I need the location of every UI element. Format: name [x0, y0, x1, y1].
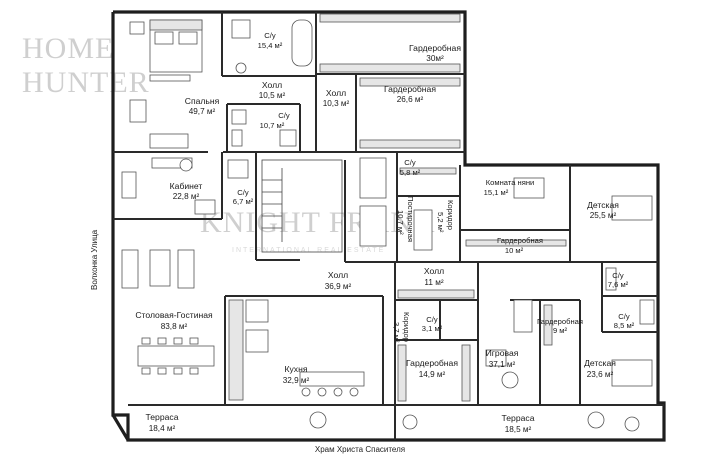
- room-corridor-v-area: 5,2 м²: [436, 212, 445, 233]
- living-furniture: [121, 249, 215, 375]
- terrace-plants: [309, 411, 640, 432]
- room-wardrobe-top-area: 30м²: [426, 54, 444, 63]
- room-wc-small-name: С/у: [237, 188, 249, 197]
- room-terrace-2-name: Терраса: [502, 413, 535, 423]
- room-bath-top-name: С/у: [264, 31, 276, 40]
- room-kitchen-area: 32,9 м²: [283, 376, 310, 385]
- room-wc-8-5-area: 8,5 м²: [614, 321, 635, 330]
- room-child-1-name: Детская: [587, 200, 619, 210]
- room-study-area: 22,8 м²: [173, 192, 200, 201]
- room-living-area: 83,8 м²: [161, 322, 188, 331]
- room-wc-8-5-name: С/у: [618, 312, 630, 321]
- watermark-center-sub: INTERNATIONAL REAL ESTATE: [232, 247, 385, 254]
- kitchen-furniture: [228, 299, 365, 401]
- room-playroom-area: 37,1 м²: [489, 360, 516, 369]
- outer-walls: [111, 10, 666, 442]
- room-wc-7-6-area: 7,6 м²: [608, 280, 629, 289]
- stairwell: [261, 157, 387, 253]
- room-bath-mid-name: С/у: [278, 111, 290, 120]
- room-wc-5-8-area: 5,8 м²: [400, 168, 421, 177]
- room-hall-big-name: Холл: [328, 270, 348, 280]
- room-wardrobe-top-name: Гардеробная: [409, 43, 461, 53]
- room-wardrobe-mid-name: Гардеробная: [384, 84, 436, 94]
- room-bedroom-area: 49,7 м²: [189, 107, 216, 116]
- room-wardrobe-10-name: Гардеробная: [497, 236, 543, 245]
- room-wardrobe-mid-area: 26,6 м²: [397, 95, 424, 104]
- street-left: Волхонка Улица: [90, 229, 99, 290]
- room-hall-b-name: Холл: [326, 88, 346, 98]
- room-wardrobe-9-name: Гардеробная: [537, 317, 583, 326]
- children-furniture: [413, 177, 655, 389]
- room-corridor-v-name: Коридор: [446, 200, 455, 230]
- room-wc-7-6-name: С/у: [612, 271, 624, 280]
- room-terrace-2-area: 18,5 м²: [505, 425, 532, 434]
- wardrobe-shelves: [319, 13, 567, 402]
- room-bath-top-area: 15,4 м²: [258, 41, 283, 50]
- room-child-2-name: Детская: [584, 358, 616, 368]
- room-nanny-name: Комната няни: [486, 178, 535, 187]
- room-wardrobe-14-name: Гардеробная: [406, 358, 458, 368]
- room-living-name: Столовая-Гостиная: [135, 310, 213, 320]
- watermark-logo-line2: HUNTER: [22, 66, 150, 99]
- bath-top-fixtures: [231, 19, 313, 74]
- watermark-logo-line1: HOME: [22, 32, 114, 65]
- room-wardrobe-9-area: 9 м²: [553, 326, 568, 335]
- room-nanny-area: 15,1 м²: [484, 188, 509, 197]
- room-study-name: Кабинет: [170, 181, 203, 191]
- room-wc-3-1-area: 3,1 м²: [422, 324, 443, 333]
- room-hall-big-area: 36,9 м²: [325, 282, 352, 291]
- room-wc-small-area: 6,7 м²: [233, 197, 254, 206]
- room-corridor-b-name: Коридор: [402, 312, 411, 342]
- room-bath-mid-area: 10,7 м²: [260, 121, 285, 130]
- room-child-2-area: 23,6 м²: [587, 370, 614, 379]
- street-bottom: Храм Христа Спасителя: [315, 445, 405, 454]
- room-wardrobe-10-area: 10 м²: [505, 246, 524, 255]
- room-corridor-b-area: 3,7 м²: [392, 322, 401, 343]
- room-playroom-name: Игровая: [486, 348, 519, 358]
- room-laundry-area: 10,7 м²: [396, 210, 405, 235]
- room-hall-11-name: Холл: [424, 266, 444, 276]
- room-wardrobe-14-area: 14,9 м²: [419, 370, 446, 379]
- room-kitchen-name: Кухня: [285, 364, 308, 374]
- bedroom-furniture: [129, 19, 203, 149]
- room-hall-a-name: Холл: [262, 80, 282, 90]
- interior-walls: [113, 12, 664, 440]
- room-bedroom-name: Спальня: [185, 96, 220, 106]
- room-hall-a-area: 10,5 м²: [259, 91, 286, 100]
- room-laundry-name: Постирочная: [406, 196, 415, 242]
- study-furniture: [121, 157, 249, 215]
- room-child-1-area: 25,5 м²: [590, 211, 617, 220]
- room-terrace-1-area: 18,4 м²: [149, 424, 176, 433]
- room-wc-3-1-name: С/у: [426, 315, 438, 324]
- room-labels: Спальня 49,7 м² С/у 15,4 м² Гардеробная …: [135, 31, 634, 434]
- room-terrace-1-name: Терраса: [146, 412, 179, 422]
- room-wc-5-8-name: С/у: [404, 158, 416, 167]
- room-hall-b-area: 10,3 м²: [323, 99, 350, 108]
- room-hall-11-area: 11 м²: [424, 278, 443, 287]
- bath-mid-fixtures: [231, 109, 297, 147]
- watermark-center: KNIGHT FRANK: [200, 206, 436, 239]
